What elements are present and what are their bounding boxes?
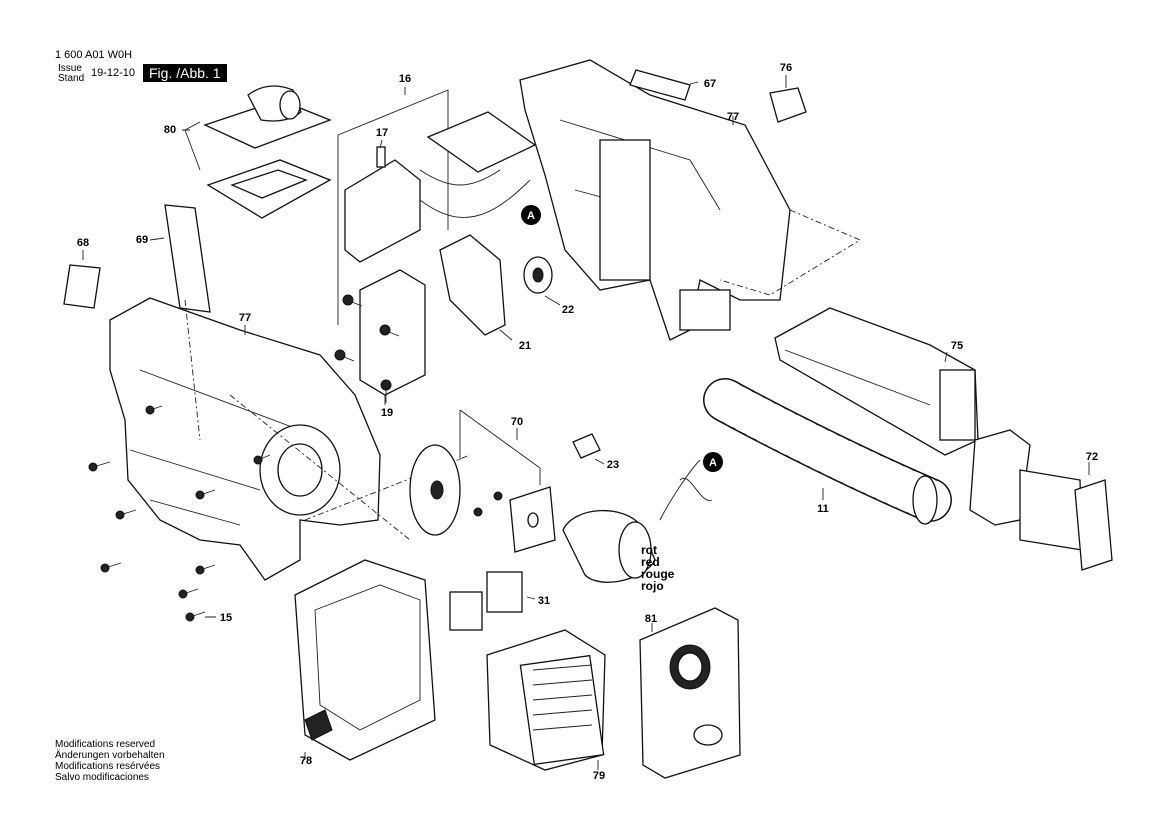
callout-77-upper: 77 bbox=[727, 111, 739, 123]
callout-22: 22 bbox=[562, 304, 574, 316]
part-77-upper-housing bbox=[519, 59, 791, 341]
screws-19 bbox=[334, 294, 400, 403]
callout-67: 67 bbox=[704, 78, 716, 90]
part-23-bushing bbox=[572, 433, 601, 459]
wire-label-rouge: rouge bbox=[641, 567, 675, 581]
callout-15: 15 bbox=[220, 612, 232, 624]
modification-notes: Modifications reserved Änderungen vorbeh… bbox=[55, 739, 165, 783]
callout-11: 11 bbox=[817, 503, 829, 515]
wire-label-rojo: rojo bbox=[641, 579, 664, 593]
callout-72: 72 bbox=[1086, 451, 1098, 463]
marker-a-1: A bbox=[527, 210, 535, 222]
part-75-cover bbox=[774, 307, 979, 456]
note-line-es: Salvo modificaciones bbox=[55, 772, 149, 783]
callout-79: 79 bbox=[593, 770, 605, 782]
assembly-lines bbox=[184, 209, 861, 541]
callout-68: 68 bbox=[77, 237, 89, 249]
note-line-de: Änderungen vorbehalten bbox=[55, 750, 165, 761]
marker-a-2: A bbox=[709, 457, 717, 469]
wire-color-labels: rot red rouge rojo bbox=[641, 544, 674, 592]
wire-label-red: red bbox=[641, 555, 660, 569]
doc-number: 1 600 A01 W0H bbox=[55, 49, 133, 61]
callout-17: 17 bbox=[376, 127, 388, 139]
part-68-label bbox=[63, 264, 101, 309]
part-80 bbox=[184, 85, 332, 219]
issue-date: 19-12-10 bbox=[91, 67, 136, 79]
callout-19: 19 bbox=[381, 407, 393, 419]
part-78-box bbox=[294, 559, 436, 761]
issue-label: Issue Stand bbox=[58, 64, 84, 84]
part-81-cover bbox=[639, 607, 741, 779]
callout-21: 21 bbox=[519, 340, 531, 352]
figure-label: Fig. /Abb. 1 bbox=[143, 64, 227, 82]
wire-label-rot: rot bbox=[641, 543, 657, 557]
part-67-label bbox=[629, 69, 691, 101]
part-69-label bbox=[164, 204, 211, 313]
issue-label-line2: Stand bbox=[58, 73, 85, 84]
callout-31: 31 bbox=[538, 595, 550, 607]
callout-78: 78 bbox=[300, 755, 312, 767]
part-76-clip bbox=[769, 87, 807, 123]
callout-81: 81 bbox=[645, 613, 657, 625]
note-line-en: Modifications reserved bbox=[55, 739, 156, 750]
part-77-left-housing bbox=[109, 297, 381, 581]
part-70-fan bbox=[409, 409, 556, 553]
callout-77-left: 77 bbox=[239, 312, 251, 324]
marker-a-circle-2 bbox=[703, 452, 723, 472]
callout-16: 16 bbox=[399, 73, 411, 85]
part-72-bellows bbox=[969, 429, 1113, 571]
callout-23: 23 bbox=[607, 459, 619, 471]
callout-70: 70 bbox=[511, 416, 523, 428]
part-79-filter bbox=[486, 629, 606, 771]
part-16-pcb bbox=[337, 89, 553, 396]
callout-75: 75 bbox=[951, 340, 963, 352]
callout-leaders bbox=[82, 75, 1090, 770]
callout-69: 69 bbox=[136, 234, 148, 246]
part-31-pads bbox=[449, 571, 523, 631]
note-line-fr: Modifications resérvées bbox=[55, 761, 161, 772]
callout-80: 80 bbox=[164, 124, 176, 136]
marker-a-circle-1 bbox=[521, 205, 541, 225]
part-motor bbox=[562, 459, 713, 583]
screws-15 bbox=[88, 405, 271, 622]
issue-label-line1: Issue bbox=[58, 63, 82, 74]
part-11-hose bbox=[703, 378, 952, 525]
callout-76: 76 bbox=[780, 62, 792, 74]
